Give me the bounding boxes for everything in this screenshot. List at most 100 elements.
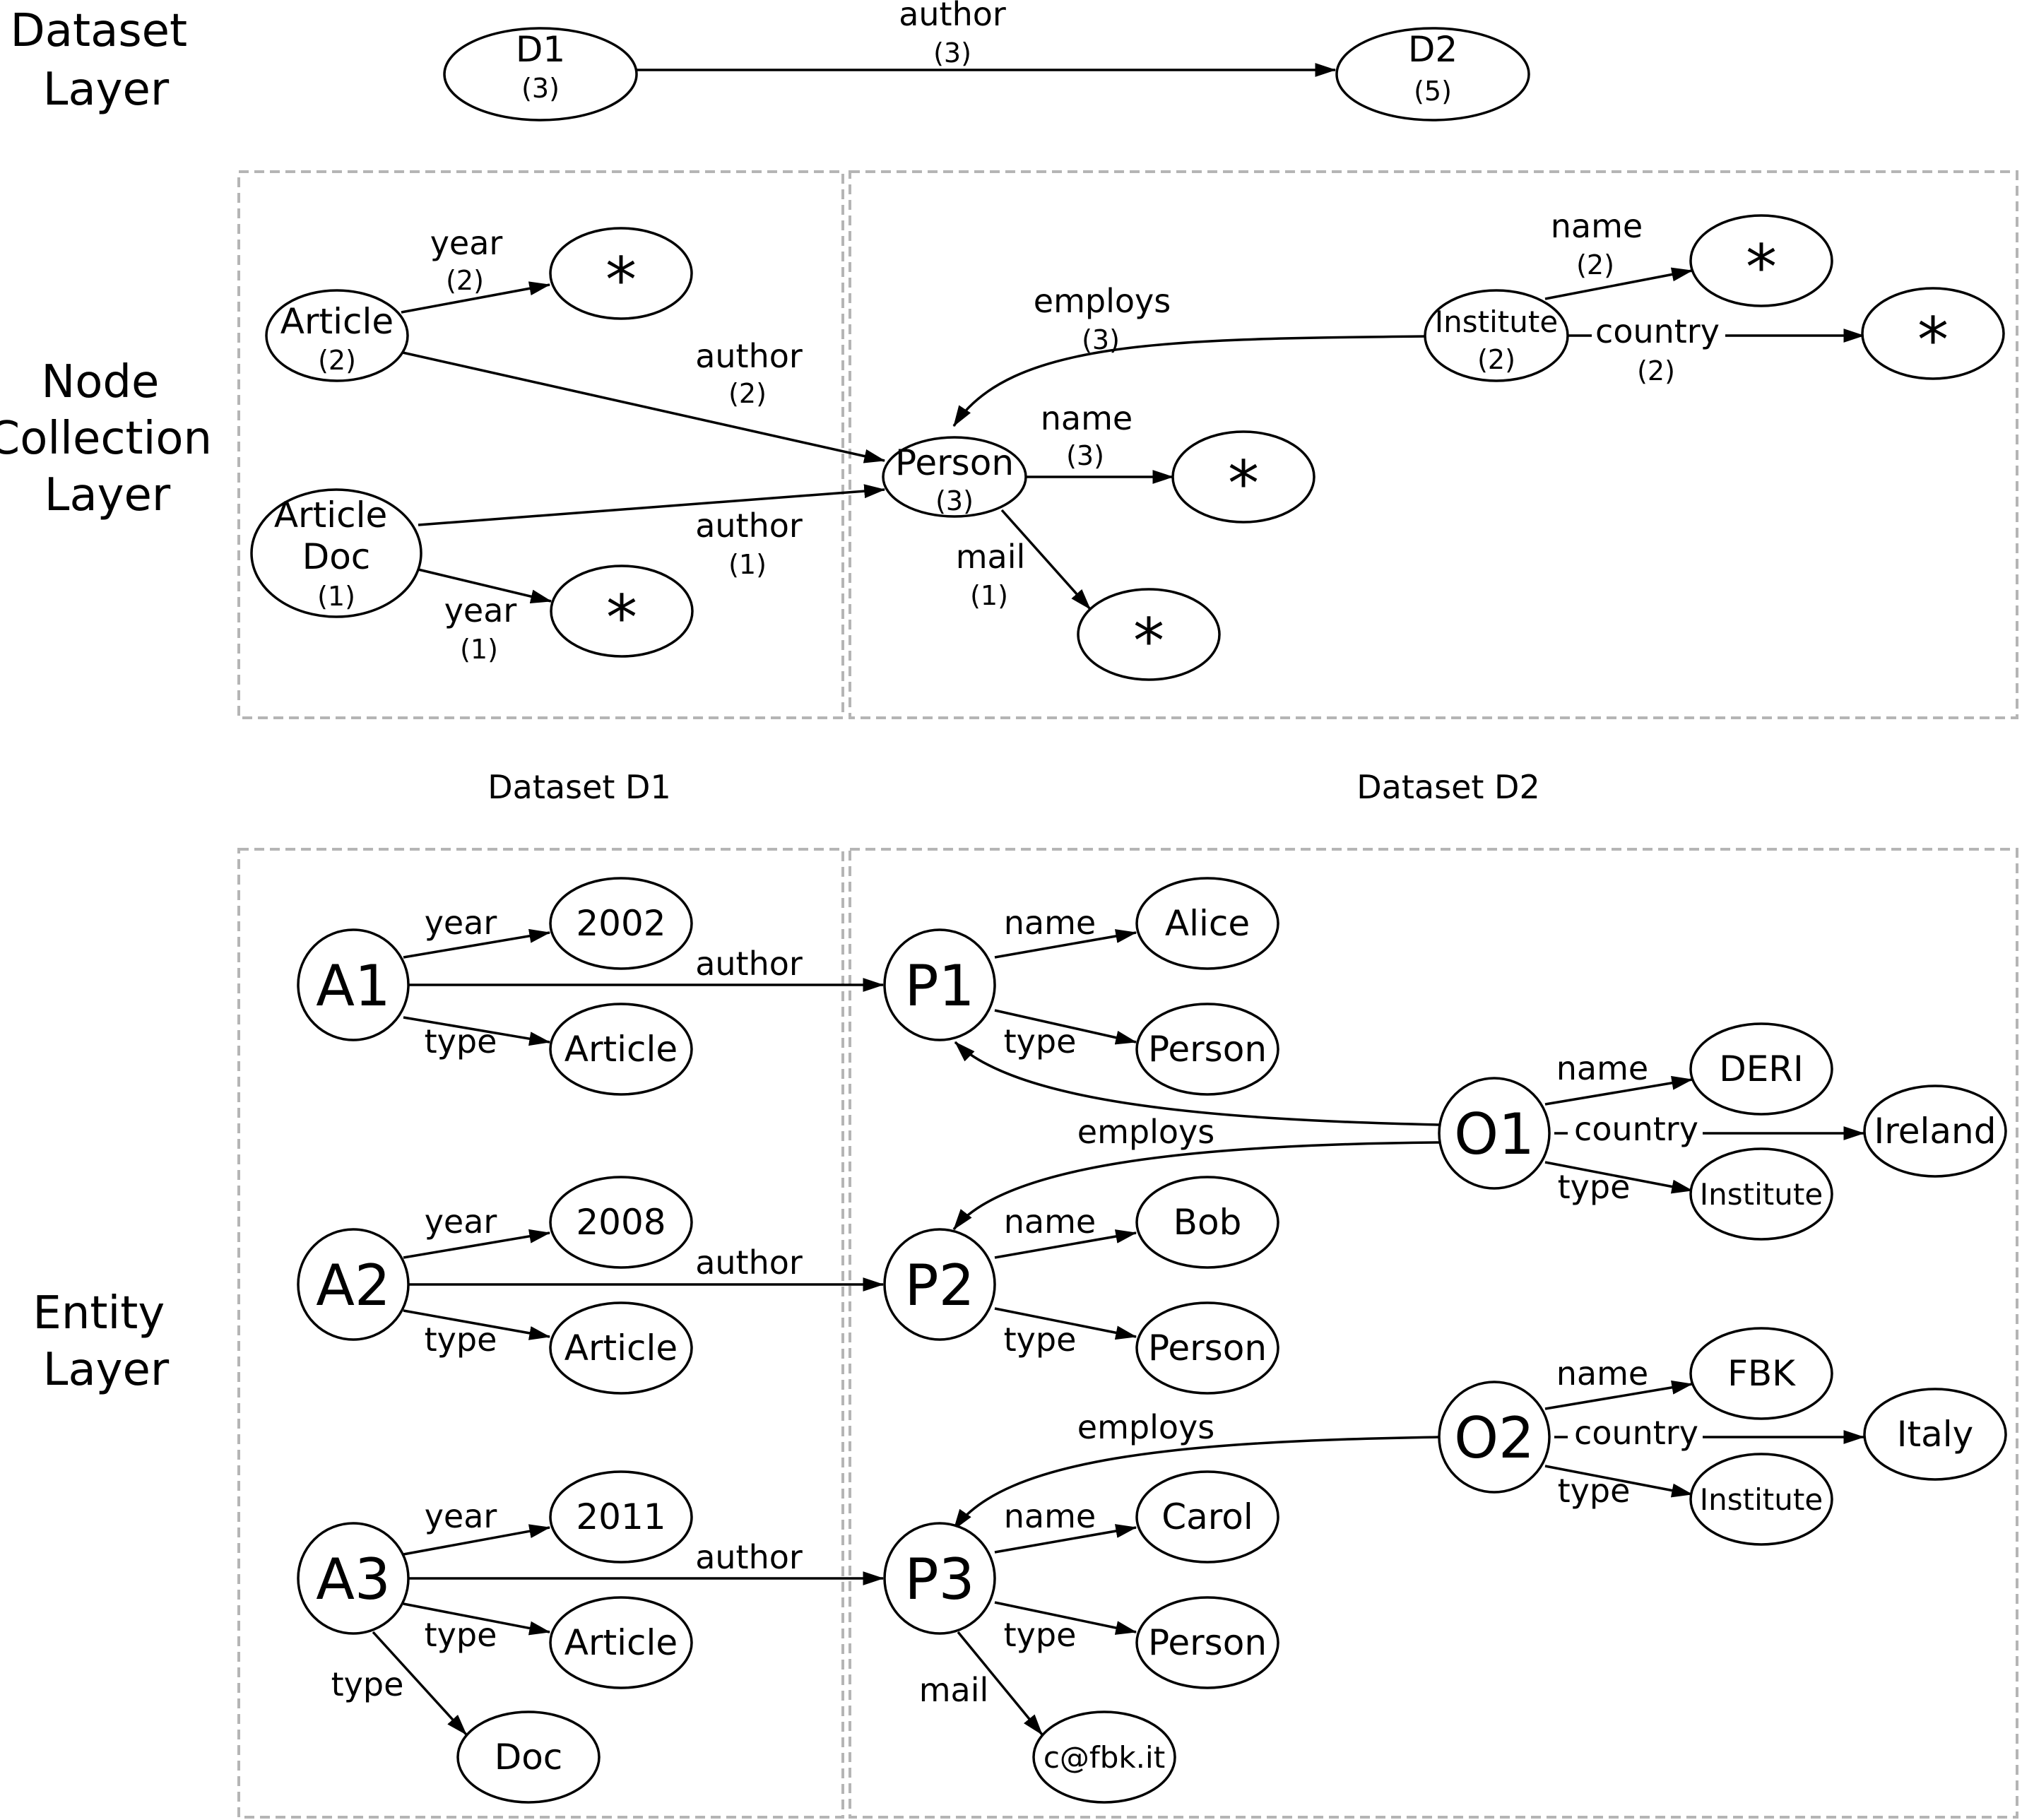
dataset-author-count: (3) bbox=[933, 37, 971, 69]
entity-edge-a1-type bbox=[403, 1016, 551, 1046]
entity-d1-box bbox=[237, 848, 844, 1819]
collection-edge-articledoc-author bbox=[418, 484, 886, 526]
entity-label-o1-type: type bbox=[1558, 1168, 1631, 1206]
collection-node-institute-count: (2) bbox=[1477, 344, 1515, 375]
collection-node-person-count: (3) bbox=[935, 485, 974, 516]
entity-node-p2-label: P2 bbox=[904, 1253, 974, 1318]
collection-label-inst-country: country bbox=[1595, 312, 1720, 350]
entity-label-p2-name: name bbox=[1004, 1202, 1096, 1241]
entity-label-a1-year: year bbox=[425, 904, 497, 942]
entity-label-a2-year: year bbox=[425, 1202, 497, 1241]
collection-wildcard-inst-name: * bbox=[1689, 214, 1833, 307]
entity-edge-p2-type bbox=[994, 1307, 1137, 1340]
entity-node-p1: P1 bbox=[883, 928, 996, 1041]
value-node-p1-type: Person bbox=[1135, 1003, 1279, 1096]
node-collection-layer-label: Node Collection Layer bbox=[0, 356, 226, 521]
value-node-o2-name-label: FBK bbox=[1727, 1353, 1796, 1394]
entity-edges bbox=[372, 928, 1865, 1736]
value-node-a3-type-label: Article bbox=[564, 1622, 678, 1663]
collection-d1-box bbox=[237, 170, 844, 719]
collection-edge-articledoc-year bbox=[418, 568, 552, 604]
collection-node-article: Article (2) bbox=[265, 289, 409, 382]
collection-node-person: Person (3) bbox=[882, 436, 1027, 518]
entity-label-a3-type-doc: type bbox=[331, 1665, 404, 1703]
entity-label-a2-author: author bbox=[695, 1243, 803, 1282]
entity-edge-p2-name bbox=[994, 1229, 1137, 1259]
entity-label-o2-name: name bbox=[1556, 1354, 1648, 1393]
value-node-a2-type-label: Article bbox=[564, 1328, 678, 1369]
collection-edge-article-year bbox=[401, 281, 551, 314]
value-node-o1-country: Ireland bbox=[1863, 1085, 2007, 1178]
entity-edge-o2-name bbox=[1544, 1380, 1693, 1410]
value-node-p2-name: Bob bbox=[1135, 1176, 1279, 1269]
entity-label-a3-year: year bbox=[425, 1497, 497, 1535]
collection-node-articledoc-count: (1) bbox=[317, 581, 355, 612]
entity-label-p3-type: type bbox=[1004, 1616, 1077, 1654]
collection-wildcard-inst-country: * bbox=[1861, 287, 2005, 380]
dataset-layer-label: Dataset Layer bbox=[11, 5, 202, 116]
entity-label-a3-author: author bbox=[695, 1538, 803, 1576]
entity-node-o2-label: O2 bbox=[1454, 1405, 1535, 1471]
value-node-a3-year-label: 2011 bbox=[576, 1496, 666, 1537]
value-node-p1-name: Alice bbox=[1135, 877, 1279, 970]
value-node-p3-mail: c@fbk.it bbox=[1032, 1710, 1176, 1804]
collection-label-person-name: name bbox=[1041, 399, 1133, 437]
entity-node-p3-label: P3 bbox=[904, 1547, 974, 1612]
entity-label-a1-type: type bbox=[425, 1022, 497, 1060]
wildcard-star: * bbox=[1133, 605, 1164, 678]
entity-label-o2-type: type bbox=[1558, 1472, 1631, 1510]
value-node-a1-year-label: 2002 bbox=[576, 903, 666, 944]
collection-d2-box bbox=[849, 170, 2018, 719]
entity-node-a3-label: A3 bbox=[316, 1547, 391, 1612]
entity-node-p2: P2 bbox=[883, 1228, 996, 1341]
value-node-a3-doc-label: Doc bbox=[495, 1737, 563, 1778]
entity-edge-a2-type bbox=[403, 1309, 551, 1340]
collection-count-employs: (3) bbox=[1082, 324, 1120, 355]
collection-label-articledoc-author: author bbox=[695, 507, 803, 545]
entity-edge-p3-type bbox=[994, 1601, 1137, 1635]
dataset-node-d2-label: D2 bbox=[1408, 29, 1458, 70]
value-node-a2-type: Article bbox=[549, 1301, 693, 1395]
collection-wildcard-articledoc-year: * bbox=[550, 565, 694, 658]
entity-edge-o1-employs-p1 bbox=[954, 1041, 1440, 1126]
value-node-p3-name: Carol bbox=[1135, 1470, 1279, 1564]
entity-edge-a2-year bbox=[403, 1229, 551, 1259]
entity-node-a2: A2 bbox=[297, 1228, 410, 1341]
wildcard-star: * bbox=[1917, 304, 1949, 377]
entity-label-o2-country: country bbox=[1574, 1414, 1698, 1452]
value-node-a3-year: 2011 bbox=[549, 1470, 693, 1564]
value-node-a2-year: 2008 bbox=[549, 1176, 693, 1269]
collection-node-institute-label: Institute bbox=[1435, 305, 1558, 339]
entity-label-p1-name: name bbox=[1004, 904, 1096, 942]
entity-d2-box bbox=[849, 848, 2018, 1819]
collection-label-employs: employs bbox=[1034, 282, 1171, 320]
wildcard-star: * bbox=[605, 244, 637, 317]
value-node-p3-type: Person bbox=[1135, 1596, 1279, 1689]
entity-label-p3-mail: mail bbox=[919, 1671, 989, 1709]
wildcard-star: * bbox=[1228, 447, 1259, 520]
value-node-o1-type-label: Institute bbox=[1700, 1177, 1823, 1212]
value-node-p3-type-label: Person bbox=[1148, 1622, 1267, 1663]
wildcard-star: * bbox=[606, 581, 637, 654]
collection-node-articledoc-label: Article Doc bbox=[274, 495, 398, 577]
collection-node-article-label: Article bbox=[280, 301, 394, 342]
entity-node-a2-label: A2 bbox=[316, 1253, 391, 1318]
collection-node-person-label: Person bbox=[895, 442, 1014, 483]
dataset-author-label: author bbox=[899, 0, 1006, 33]
entity-label-o2-employs: employs bbox=[1077, 1408, 1214, 1446]
value-node-a3-doc: Doc bbox=[456, 1710, 601, 1804]
entity-node-a3: A3 bbox=[297, 1522, 410, 1635]
dataset-node-d1-count: (3) bbox=[521, 73, 560, 104]
entity-node-a1: A1 bbox=[297, 928, 410, 1041]
collection-wildcard-person-name: * bbox=[1171, 430, 1316, 524]
entity-label-o1-employs: employs bbox=[1077, 1113, 1214, 1151]
collection-edges bbox=[401, 267, 1865, 610]
value-node-a1-type-label: Article bbox=[564, 1029, 678, 1070]
entity-edge-a3-year bbox=[403, 1524, 551, 1556]
entity-edge-o1-name bbox=[1544, 1075, 1693, 1106]
entity-edge-a1-year bbox=[403, 928, 551, 959]
entity-edge-p1-type bbox=[994, 1009, 1137, 1045]
entity-node-a1-label: A1 bbox=[316, 953, 391, 1019]
entity-layer-label: Entity Layer bbox=[32, 1287, 179, 1396]
